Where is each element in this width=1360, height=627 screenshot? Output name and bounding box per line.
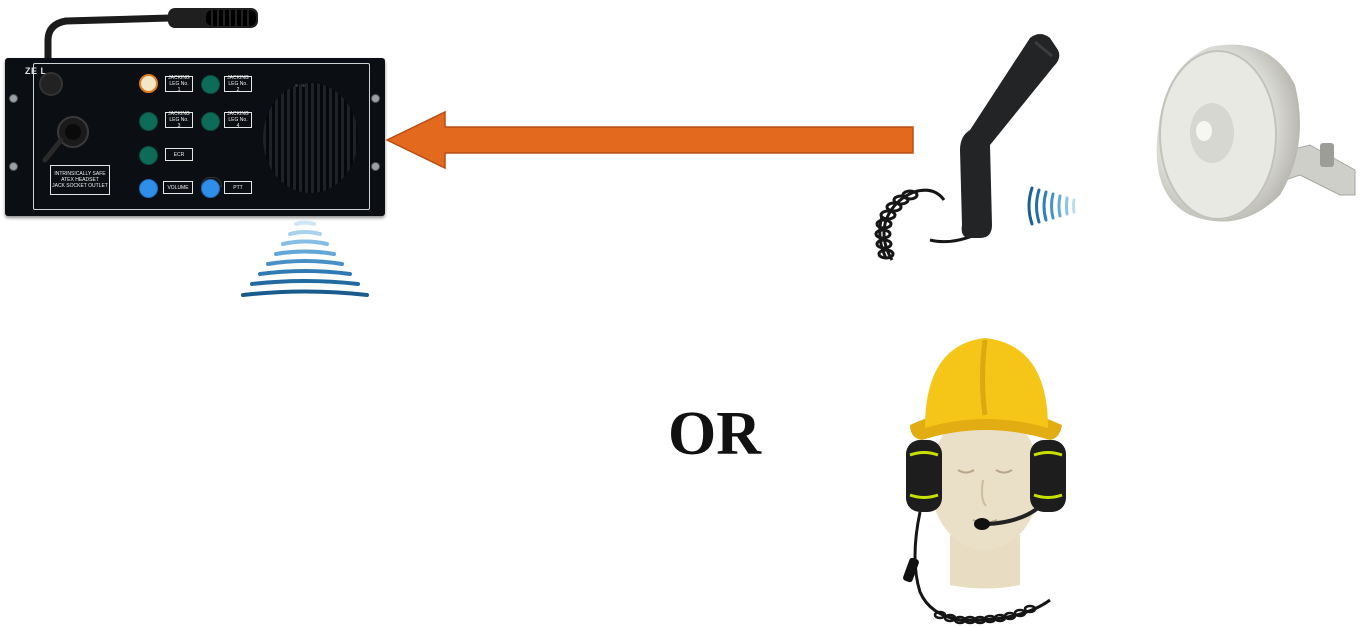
screw bbox=[371, 162, 380, 171]
signal-arrow bbox=[385, 110, 915, 170]
ecr-label: ECR bbox=[165, 148, 193, 161]
screw bbox=[9, 162, 18, 171]
jacking-leg-4-button[interactable] bbox=[201, 112, 220, 131]
ptt-button[interactable] bbox=[201, 179, 220, 198]
horn-speaker-icon bbox=[1150, 35, 1360, 235]
jacking-leg-1-label: JACKING LEG No. 1 bbox=[165, 76, 193, 92]
ptt-label: PTT bbox=[224, 181, 252, 194]
jacking-leg-4-label: JACKING LEG No. 4 bbox=[224, 112, 252, 128]
jacking-leg-1-button[interactable] bbox=[139, 74, 158, 93]
mic-socket bbox=[39, 72, 63, 96]
or-divider-text: OR bbox=[668, 398, 761, 470]
jack-socket-icon bbox=[41, 110, 101, 165]
atex-socket-label: INTRINSICALLY SAFE ATEX HEADSET JACK SOC… bbox=[50, 165, 110, 195]
jacking-leg-3-label: JACKING LEG No. 3 bbox=[165, 112, 193, 128]
panel-body: ZE L INTRINSICALLY SAFE ATEX HEADSET JAC… bbox=[5, 58, 385, 216]
screw bbox=[371, 94, 380, 103]
jacking-leg-2-button[interactable] bbox=[201, 75, 220, 94]
intercom-panel: ZE L INTRINSICALLY SAFE ATEX HEADSET JAC… bbox=[0, 0, 395, 310]
headset-helmet-icon bbox=[880, 330, 1090, 627]
sound-wave-icon bbox=[238, 212, 373, 302]
speaker-grille-icon bbox=[263, 83, 358, 193]
ecr-button[interactable] bbox=[139, 146, 158, 165]
volume-button[interactable] bbox=[139, 179, 158, 198]
sound-wave-icon bbox=[1024, 182, 1084, 230]
jacking-leg-3-button[interactable] bbox=[139, 112, 158, 131]
jacking-leg-2-label: JACKING LEG No. 2 bbox=[224, 76, 252, 92]
volume-label: VOLUME bbox=[163, 181, 193, 194]
speaker-dots bbox=[295, 74, 315, 78]
screw bbox=[9, 94, 18, 103]
